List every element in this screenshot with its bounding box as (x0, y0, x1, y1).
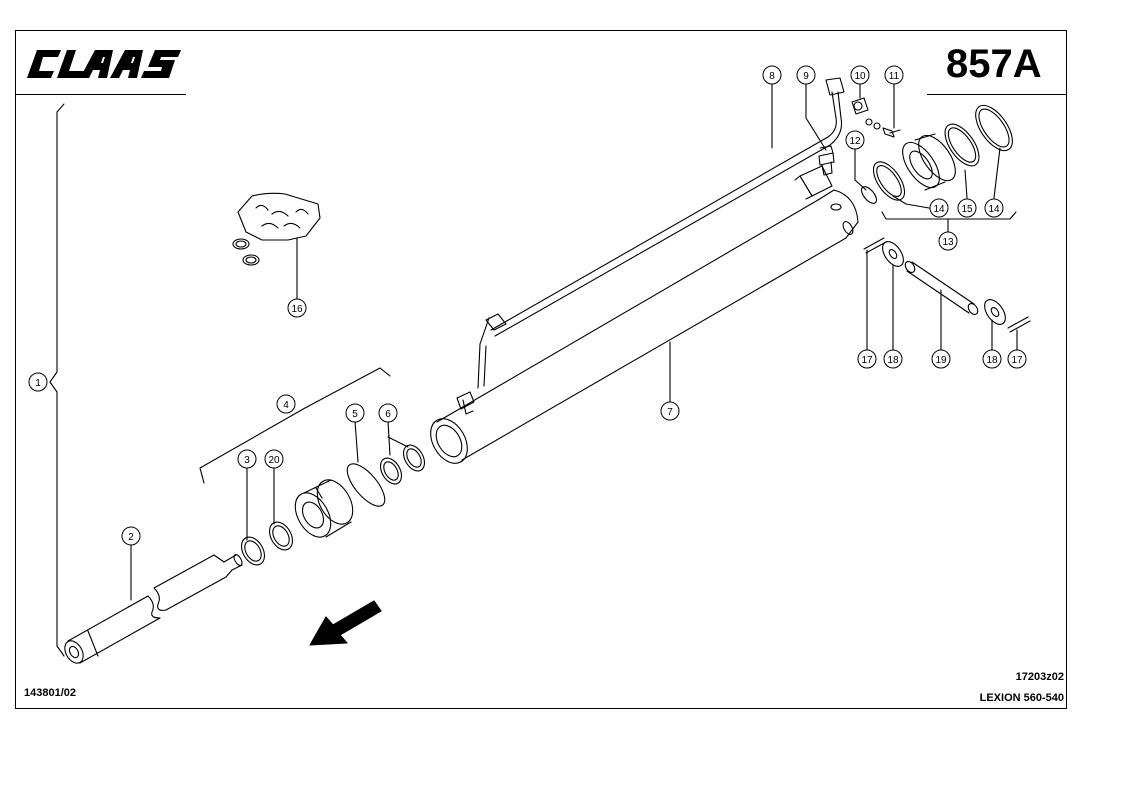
callout-15: 15 (961, 204, 973, 215)
callout-6: 6 (385, 409, 391, 420)
callout-19: 19 (935, 355, 947, 366)
claas-logo (27, 50, 181, 78)
drawing-frame (15, 30, 1067, 709)
elbow-fitting (456, 391, 475, 415)
model-name: LEXION 560-540 (979, 692, 1064, 704)
callout-14-a: 14 (933, 204, 945, 215)
rod-seals (199, 367, 426, 566)
callout-18-b: 18 (986, 355, 998, 366)
callout-20: 20 (268, 455, 280, 466)
callout-8: 8 (769, 71, 775, 82)
callout-14-b: 14 (988, 204, 1000, 215)
callout-2: 2 (128, 532, 134, 543)
callout-16: 16 (291, 304, 303, 315)
logo-underline (15, 94, 186, 95)
callout-12: 12 (849, 136, 861, 147)
callout-4: 4 (283, 400, 289, 411)
callout-5: 5 (352, 409, 358, 420)
page-number: 857A (946, 42, 1042, 86)
callout-1: 1 (35, 378, 41, 389)
assembly-bracket (49, 103, 65, 657)
callout-9: 9 (803, 71, 809, 82)
callout-11: 11 (889, 71, 900, 82)
cylinder-tube (430, 165, 859, 464)
piston-set (872, 104, 1017, 233)
seal-kit-bag (232, 192, 321, 266)
callout-10: 10 (854, 71, 866, 82)
piston-rod (64, 554, 243, 664)
o-ring-12 (860, 186, 878, 204)
callout-3: 3 (244, 455, 250, 466)
drawing-code: 17203z02 (1015, 671, 1064, 683)
callout-17-a: 17 (861, 355, 873, 366)
pin-assembly (863, 237, 1031, 333)
callout-13: 13 (942, 237, 954, 248)
page-number-underline (927, 94, 1067, 95)
banjo-fitting (851, 97, 901, 138)
hydraulic-pipe (477, 77, 845, 389)
leader-lines (130, 83, 1018, 601)
callout-17-b: 17 (1011, 355, 1023, 366)
callout-18-a: 18 (887, 355, 899, 366)
document-number: 143801/02 (24, 687, 76, 699)
adapter-fitting (818, 145, 835, 176)
direction-arrow (309, 600, 382, 646)
callout-7: 7 (667, 407, 673, 418)
